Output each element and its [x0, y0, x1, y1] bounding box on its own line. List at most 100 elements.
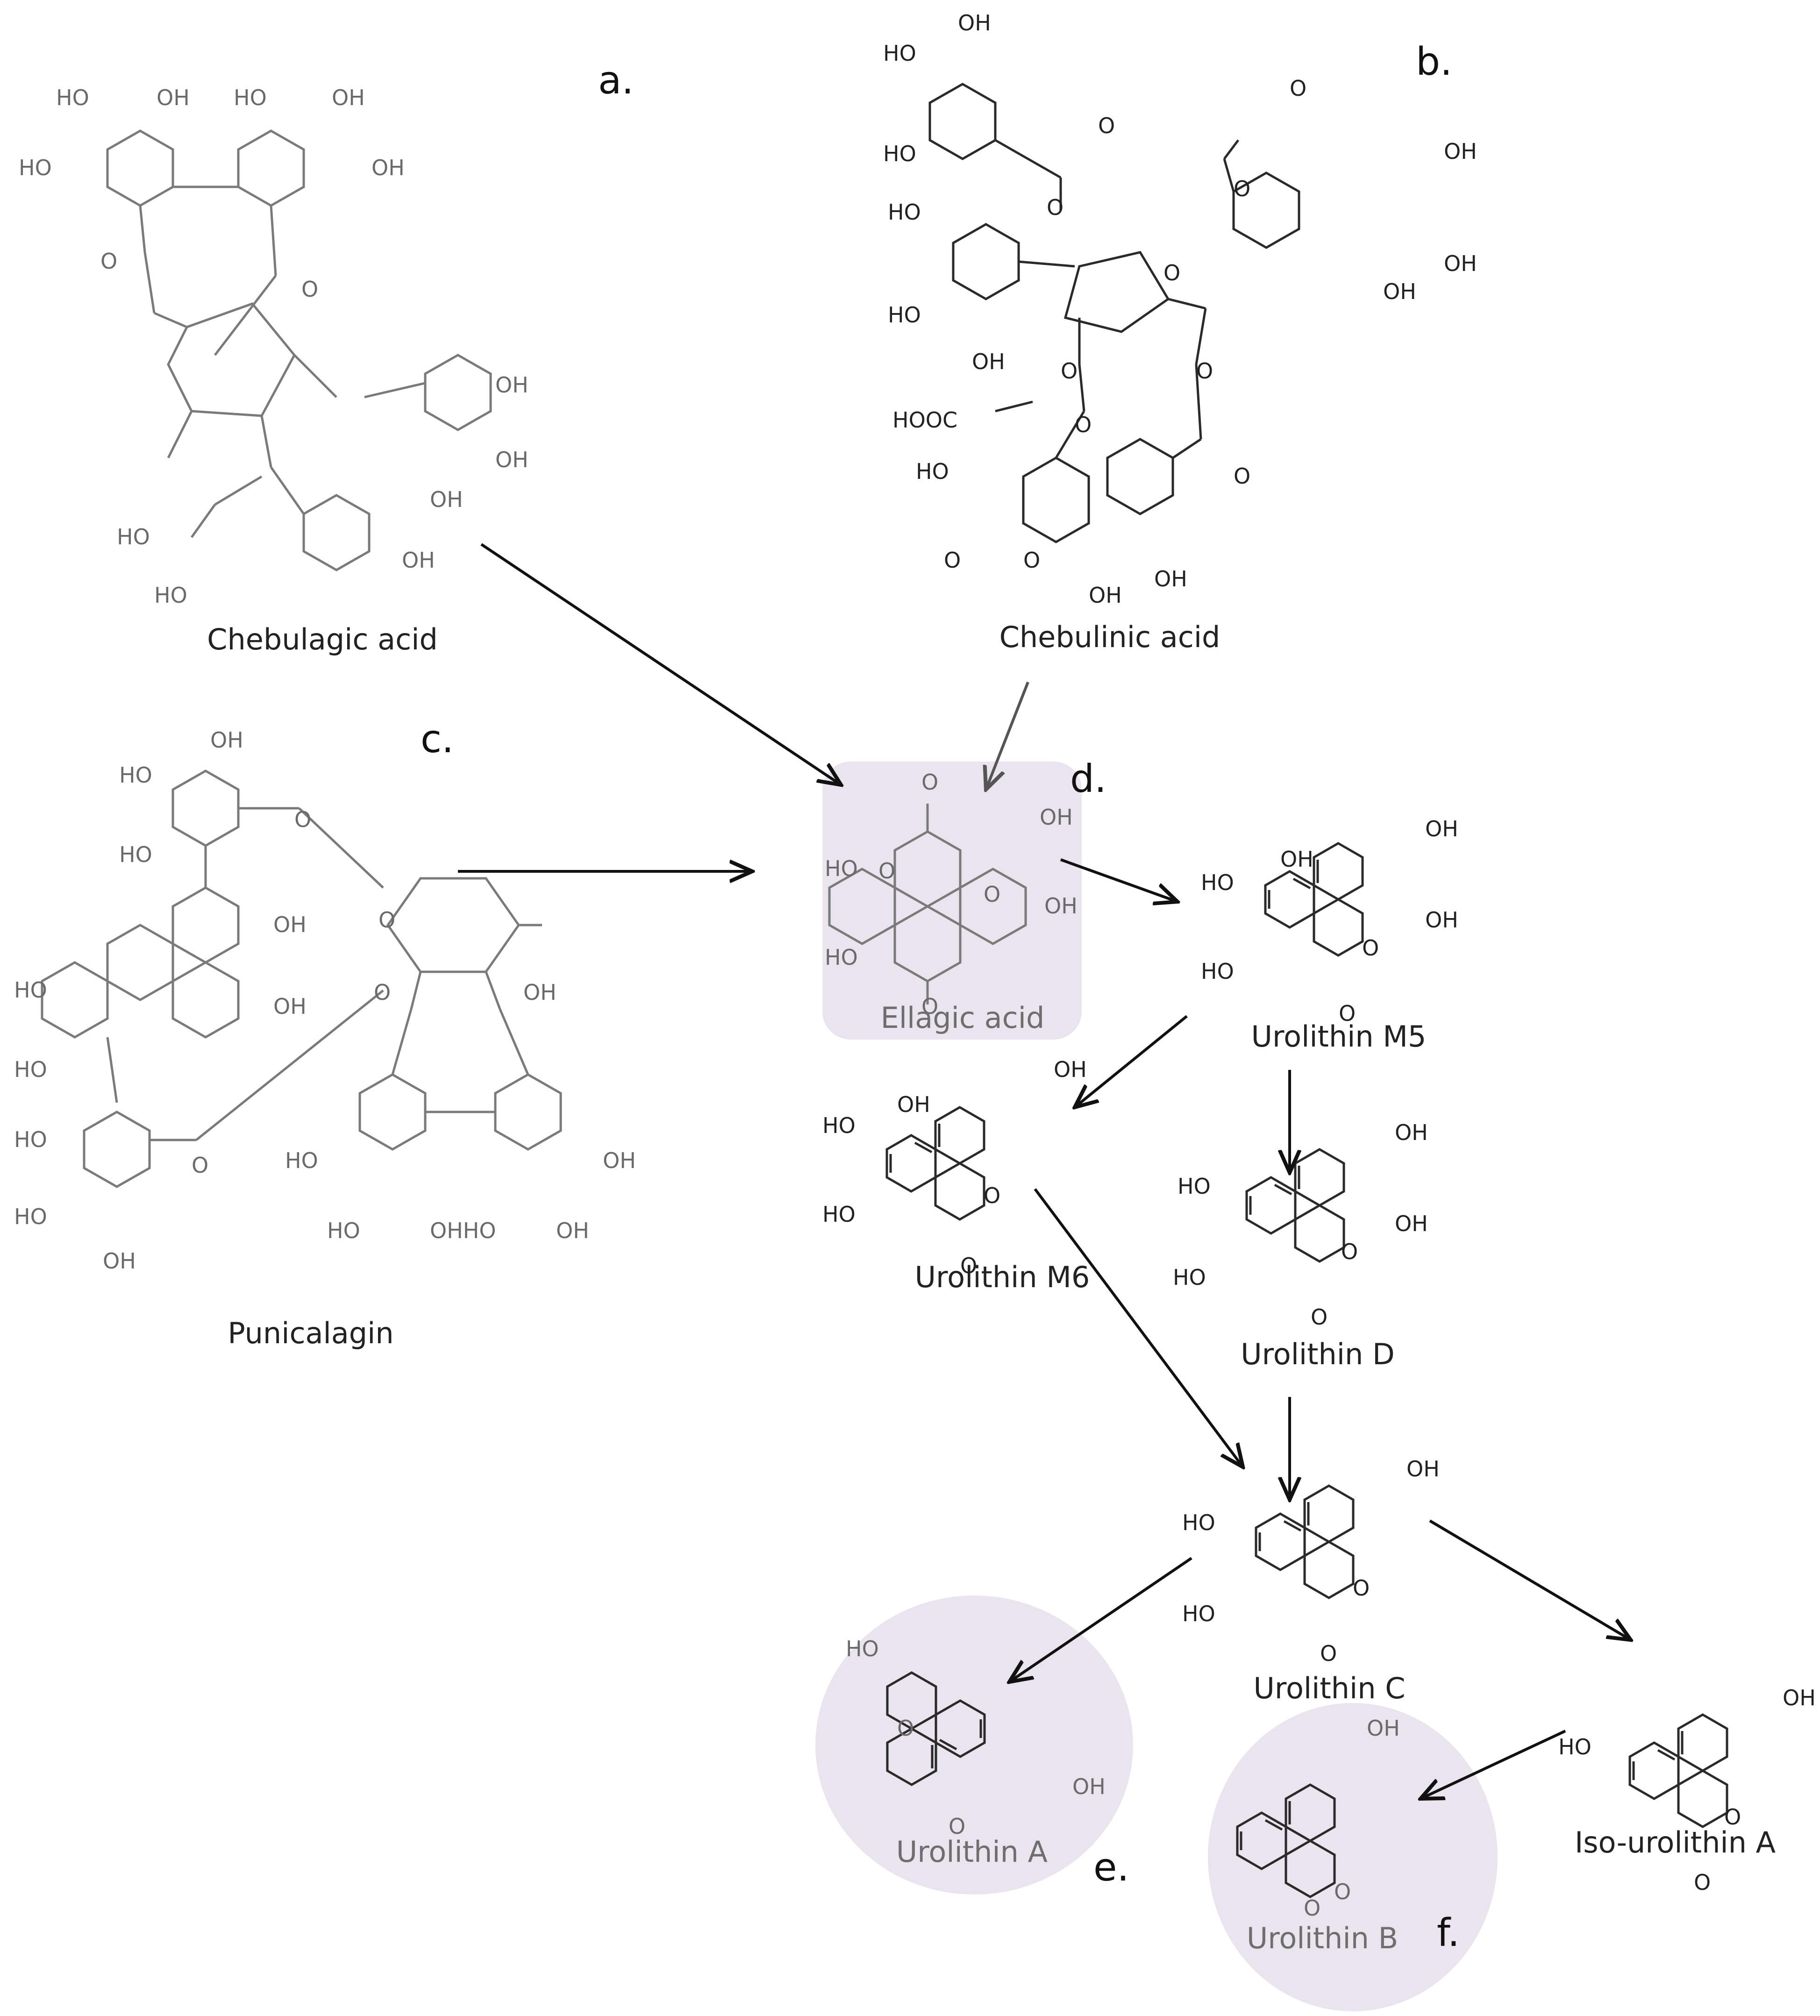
atom-label: HO	[1201, 870, 1234, 895]
label-ellagic-acid: Ellagic acid	[881, 1001, 1045, 1035]
atom-label: HO	[916, 459, 949, 484]
atom-label: HO	[1201, 959, 1234, 984]
panel-label-c: c.	[421, 717, 454, 762]
atom-label: O	[1098, 113, 1115, 138]
atom-label: O	[1304, 1895, 1320, 1921]
atom-label: O	[1341, 1239, 1358, 1264]
label-urolithin-m5: Urolithin M5	[1251, 1019, 1427, 1054]
atom-label: O	[378, 907, 395, 933]
atom-label: HO	[154, 583, 187, 608]
atom-label: HO	[822, 1202, 856, 1227]
atom-label: O	[1334, 1879, 1351, 1904]
atom-label: HO	[1182, 1601, 1215, 1626]
atom-label: OH	[1154, 566, 1187, 591]
atom-label: OH	[1444, 139, 1477, 164]
atom-label: OH	[495, 372, 528, 398]
atom-label: HO	[1178, 1174, 1211, 1199]
atom-label: OH	[402, 548, 435, 573]
atom-label: O	[1023, 548, 1040, 573]
atom-label: O	[1061, 358, 1078, 384]
atom-label: OH	[1054, 1057, 1087, 1082]
atom-label: HO	[234, 85, 267, 110]
atom-label: HO	[14, 1127, 47, 1152]
arrow-chebulinic-to-ellagic	[986, 681, 1029, 790]
label-chebulagic-acid: Chebulagic acid	[207, 622, 438, 656]
atom-label: O	[878, 858, 895, 883]
atom-label: OH	[603, 1148, 636, 1173]
atom-label: O	[1724, 1804, 1741, 1830]
arrow-c-to-iso-a	[1429, 1519, 1631, 1640]
panel-label-e: e.	[1093, 1845, 1129, 1890]
arrow-iso-a-to-b	[1420, 1730, 1566, 1799]
atom-label: O	[301, 277, 318, 302]
atom-label: OH	[1783, 1685, 1816, 1710]
atom-label: HO	[888, 302, 921, 328]
label-urolithin-a: Urolithin A	[896, 1835, 1048, 1869]
atom-label: OH	[495, 447, 528, 472]
atom-label: O	[984, 882, 1000, 907]
atom-label: OH	[1072, 1774, 1106, 1799]
atom-label: O	[1339, 1001, 1356, 1026]
atom-label: OH	[371, 155, 405, 180]
atom-label: OH	[1044, 893, 1078, 919]
panel-label-a: a.	[598, 58, 634, 103]
atom-label: HO	[14, 977, 47, 1003]
atom-label: OH	[103, 1248, 136, 1274]
atom-label: HO	[56, 85, 89, 110]
atom-label: OH	[556, 1218, 589, 1243]
arrow-c-to-a	[1009, 1557, 1192, 1682]
atom-label: O	[1196, 358, 1213, 384]
atom-label: O	[294, 807, 311, 832]
atom-label: O	[100, 249, 117, 274]
iso-urolithin-a-structure	[1630, 1715, 1727, 1827]
atom-label: OH	[1444, 251, 1477, 276]
label-iso-urolithin-a: Iso-urolithin A	[1575, 1825, 1776, 1859]
atom-label: O	[984, 1183, 1000, 1208]
ellagic-acid-structure	[828, 804, 1027, 1004]
atom-label: O	[1353, 1575, 1370, 1601]
atom-label: OH	[210, 727, 243, 753]
label-urolithin-c: Urolithin C	[1253, 1671, 1405, 1705]
arrow-m5-to-m6	[1075, 1015, 1188, 1107]
arrow-m6-to-c	[1034, 1188, 1243, 1467]
urolithin-c-structure	[1256, 1486, 1353, 1598]
atom-label: OH	[1040, 805, 1073, 830]
atom-label: HO	[327, 1218, 360, 1243]
atom-label: OH	[1406, 1456, 1440, 1482]
atom-label: OH	[1395, 1120, 1428, 1145]
atom-label: OH	[1395, 1211, 1428, 1236]
label-punicalagin: Punicalagin	[228, 1316, 393, 1350]
urolithin-d-structure	[1247, 1149, 1344, 1261]
atom-label: O	[374, 980, 391, 1005]
atom-label: OH	[972, 349, 1005, 374]
panel-label-b: b.	[1416, 40, 1452, 84]
panel-label-d: d.	[1070, 757, 1106, 801]
atom-label: O	[921, 994, 938, 1019]
atom-label: O	[1047, 195, 1063, 220]
atom-label: HO	[119, 842, 152, 867]
atom-label: OH	[332, 85, 365, 110]
atom-label: OH	[897, 1092, 930, 1117]
atom-label: HO	[117, 524, 150, 549]
atom-label: O	[192, 1153, 208, 1178]
atom-label: O	[944, 548, 961, 573]
atom-label: O	[1163, 260, 1180, 285]
punicalagin-structure	[41, 769, 562, 1188]
chebulinic-acid-structure	[928, 83, 1300, 543]
ellagic-acid-highlight	[822, 762, 1082, 1040]
label-chebulinic-acid: Chebulinic acid	[999, 620, 1220, 654]
arrow-chebulagic-to-ellagic	[480, 543, 841, 785]
atom-label: OH	[1425, 816, 1458, 841]
atom-label: OHHO	[430, 1218, 496, 1243]
urolithin-a-highlight	[815, 1596, 1133, 1895]
atom-label: O	[897, 1716, 914, 1741]
atom-label: OH	[1089, 583, 1122, 608]
atom-label: OH	[430, 487, 463, 512]
atom-label: OH	[523, 980, 557, 1005]
atom-label: HO	[846, 1636, 879, 1661]
urolithin-m6-structure	[887, 1107, 984, 1219]
atom-label: OH	[1367, 1716, 1400, 1741]
atom-label: O	[1290, 76, 1306, 101]
atom-label: O	[1311, 1304, 1328, 1330]
atom-label: O	[921, 769, 938, 795]
